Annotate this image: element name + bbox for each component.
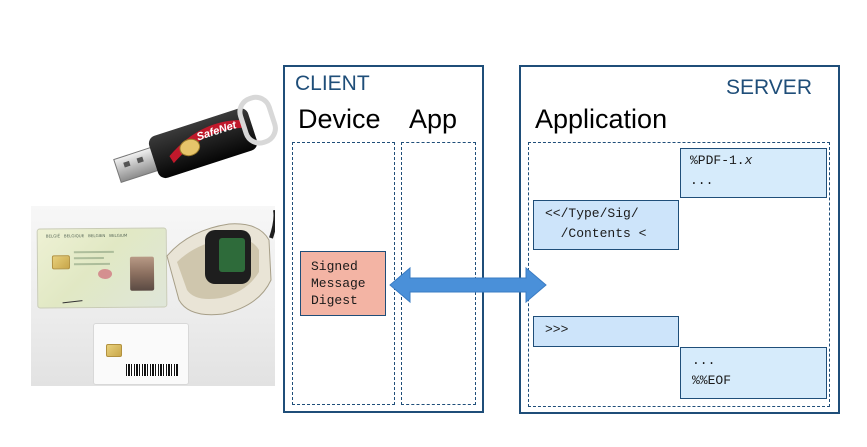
id-card: BELGIË BELGIQUE BELGIEN BELGIUM xyxy=(36,227,168,309)
server-title: SERVER xyxy=(726,76,812,99)
signed-line-3: Digest xyxy=(311,293,358,308)
pdf-dictionary-close: >>> xyxy=(533,316,679,347)
app-column xyxy=(401,142,476,405)
id-card-signature xyxy=(62,296,83,304)
id-card-header: BELGIË BELGIQUE BELGIEN BELGIUM xyxy=(45,232,128,239)
barcode xyxy=(126,364,178,376)
second-card xyxy=(93,323,189,385)
card-reader-image xyxy=(166,210,275,316)
id-card-chip xyxy=(51,255,71,270)
server-panel xyxy=(519,65,840,414)
signed-message-digest-box: Signed Message Digest xyxy=(300,251,386,316)
app-heading: App xyxy=(409,104,458,134)
client-panel xyxy=(283,65,484,413)
client-title: CLIENT xyxy=(295,72,370,95)
eid-card-reader-photo: BELGIË BELGIQUE BELGIEN BELGIUM xyxy=(31,206,275,386)
pdf-trailer-block: ... %%EOF xyxy=(680,347,827,399)
pdf-header-block: %PDF-1.x ... xyxy=(680,148,827,198)
usb-token-image: SafeNet xyxy=(113,94,278,183)
device-column xyxy=(292,142,395,405)
signed-line-1: Signed xyxy=(311,259,358,274)
application-heading: Application xyxy=(535,104,668,134)
pdf-signature-dictionary: <</Type/Sig/ /Contents < xyxy=(533,200,679,250)
bidirectional-arrow xyxy=(389,266,547,304)
id-card-portrait xyxy=(129,256,155,291)
device-heading: Device xyxy=(298,104,381,134)
signed-line-2: Message xyxy=(311,276,366,291)
